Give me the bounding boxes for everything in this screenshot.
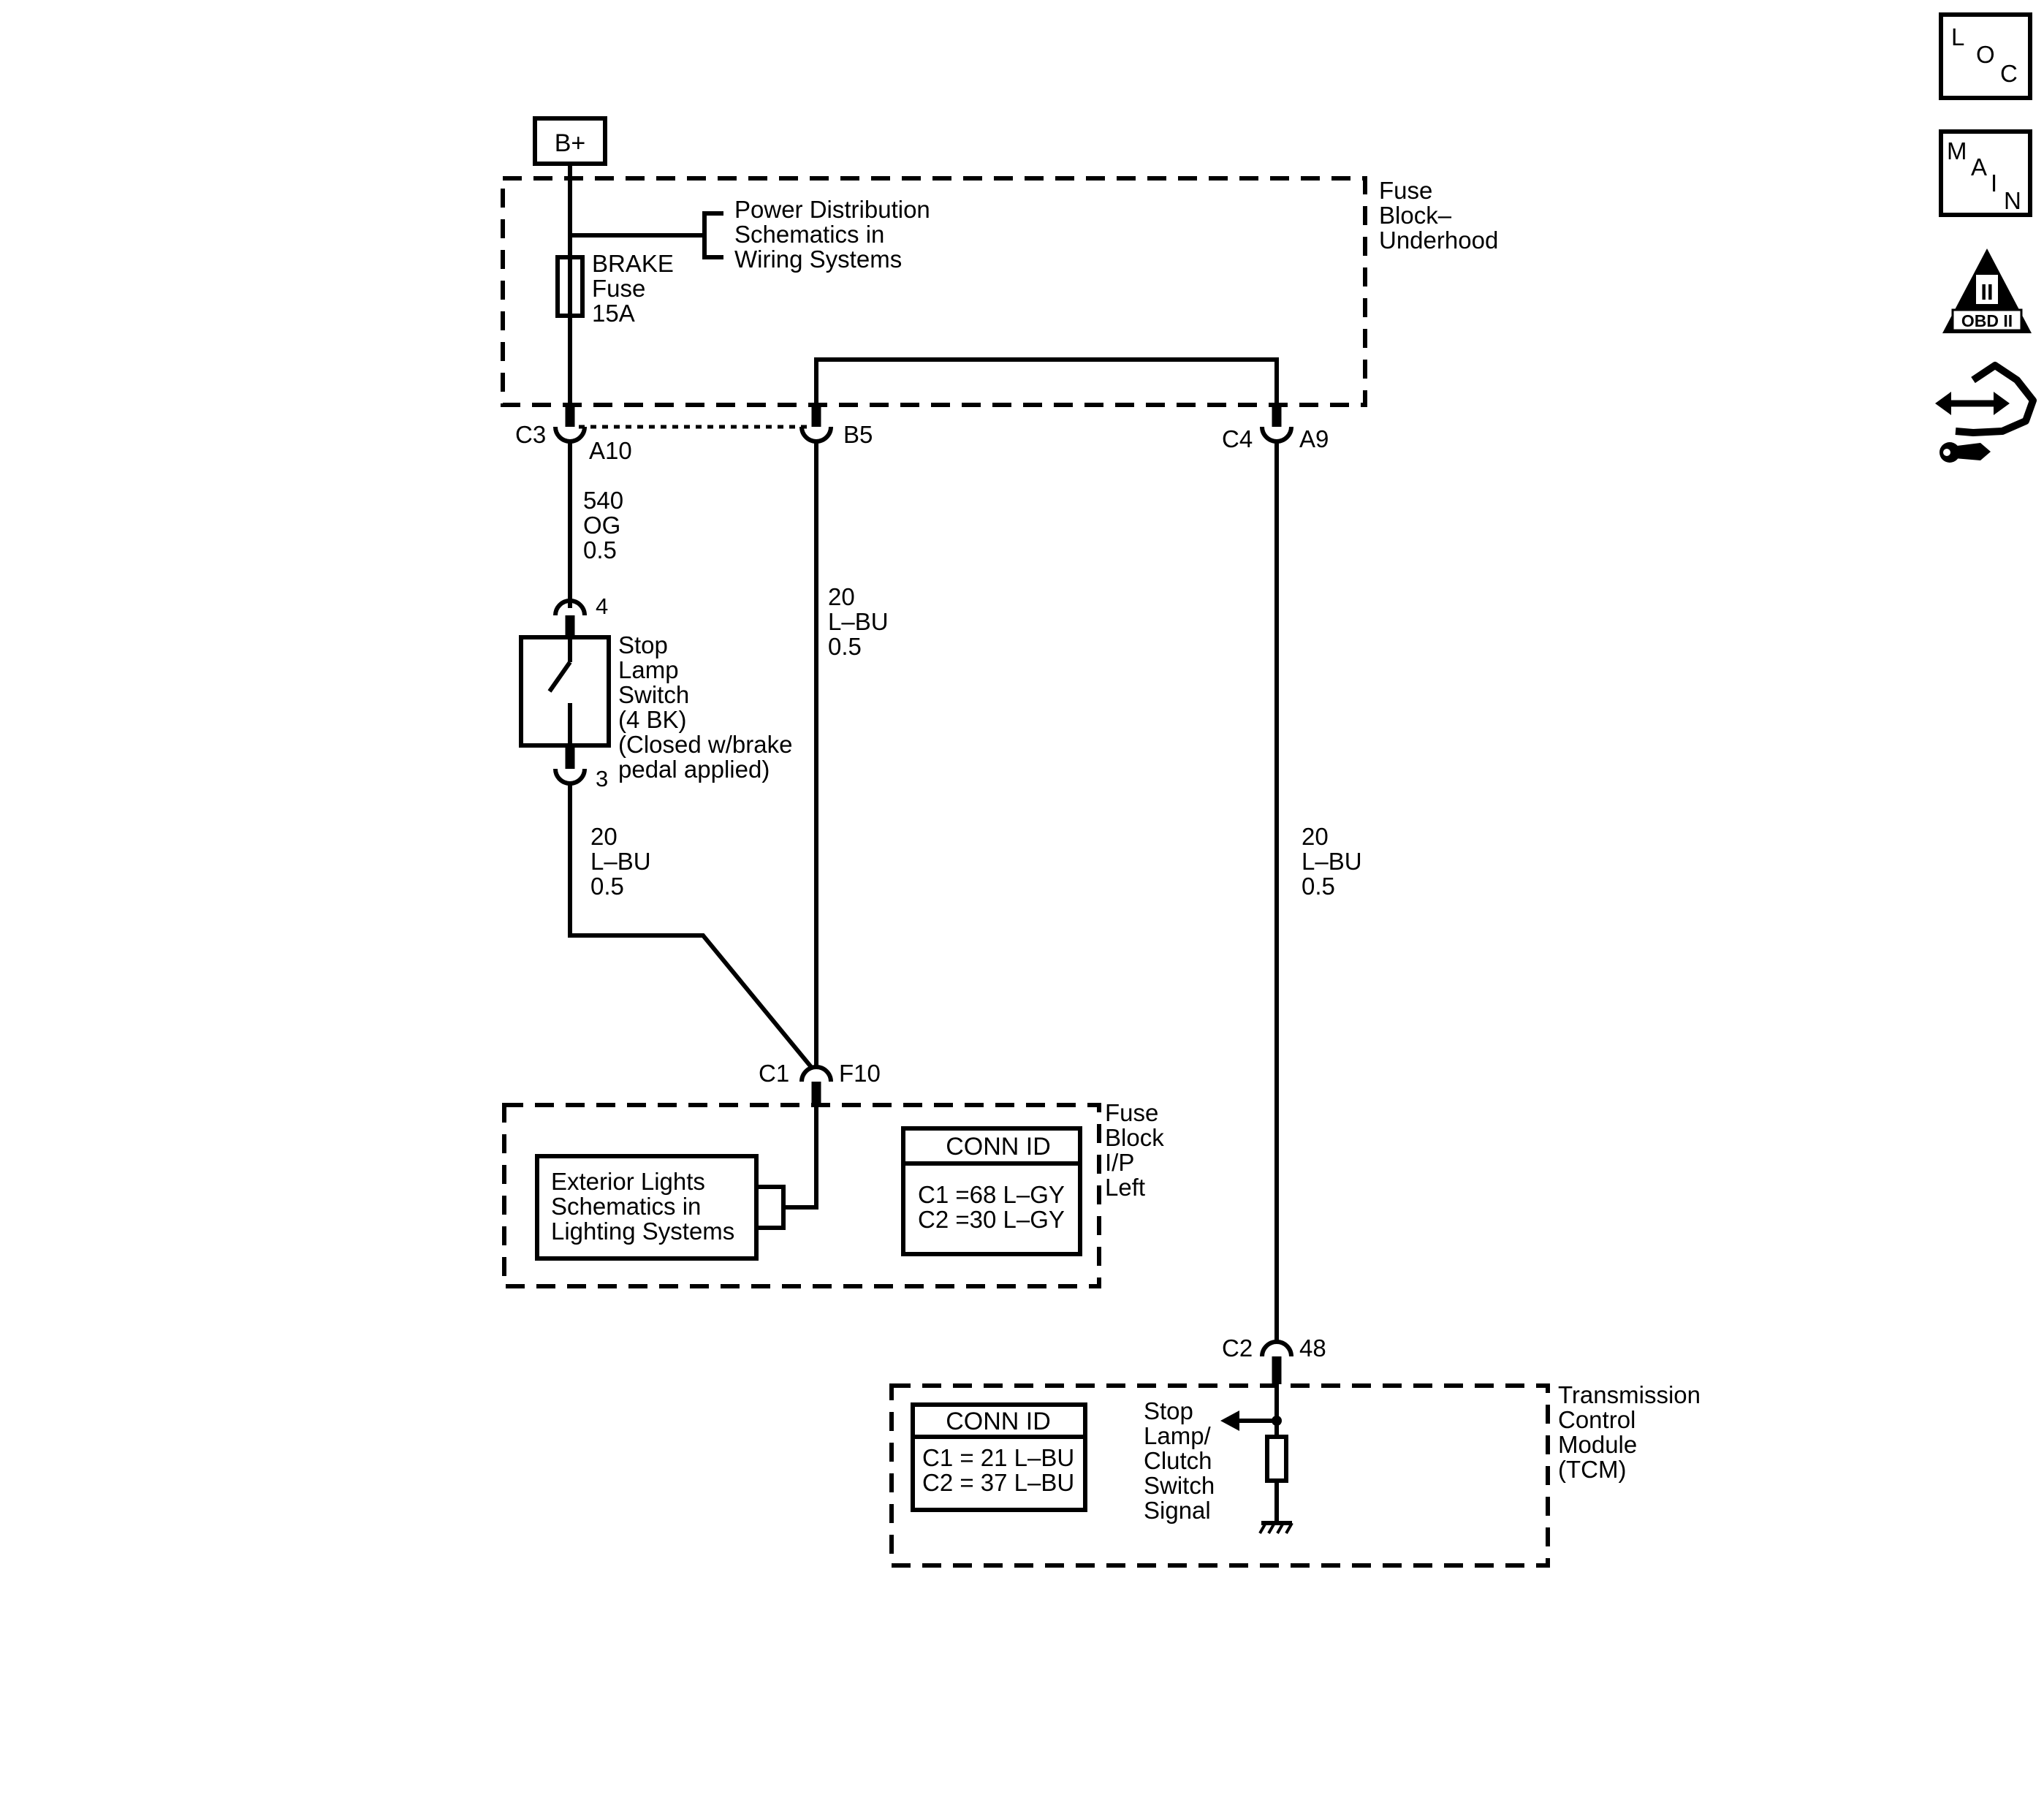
fuse-block-underhood-label: Fuse Block– Underhood bbox=[1379, 177, 1498, 254]
svg-text:CONN ID: CONN ID bbox=[946, 1408, 1051, 1435]
wire-to-exterior-lights bbox=[783, 1105, 818, 1210]
pull-down-resistor bbox=[1265, 1435, 1288, 1483]
wire-20-switch-label: 20 L–BU 0.5 bbox=[590, 823, 658, 900]
svg-text:B5: B5 bbox=[843, 421, 873, 448]
wire-20-right-label: 20 L–BU 0.5 bbox=[1302, 823, 1369, 900]
svg-text:A: A bbox=[1971, 153, 1987, 181]
svg-text:L: L bbox=[1951, 23, 1964, 50]
svg-text:B+: B+ bbox=[555, 129, 586, 157]
svg-text:4: 4 bbox=[596, 593, 608, 619]
svg-text:C2 =30 L–GY: C2 =30 L–GY bbox=[918, 1206, 1065, 1233]
svg-text:C: C bbox=[2000, 60, 2018, 87]
ground-icon bbox=[1258, 1521, 1293, 1534]
internal-bus-b5-a9 bbox=[814, 357, 1279, 406]
svg-text:F10: F10 bbox=[839, 1060, 881, 1087]
wire-540-label: 540 OG 0.5 bbox=[583, 487, 630, 563]
loc-icon[interactable]: L O C bbox=[1939, 12, 2032, 100]
conn-id-ip: CONN ID C1 =68 L–GY C2 =30 L–GY bbox=[901, 1126, 1082, 1256]
svg-text:C2: C2 bbox=[1222, 1334, 1253, 1362]
svg-text:C1 = 21 L–BU: C1 = 21 L–BU bbox=[922, 1444, 1074, 1471]
signal-arrow-icon bbox=[1220, 1411, 1239, 1431]
fuse-block-ip-left: Fuse Block I/P Left bbox=[502, 1099, 1171, 1288]
connector-c2-48: C2 48 bbox=[1222, 1334, 1326, 1384]
svg-text:CONN ID: CONN ID bbox=[946, 1133, 1051, 1161]
transmission-control-module: Transmission Control Module (TCM) bbox=[889, 1381, 1707, 1568]
brake-fuse: BRAKE Fuse 15A bbox=[555, 250, 680, 327]
wire-20-switch-output bbox=[568, 783, 813, 1068]
svg-text:N: N bbox=[2004, 187, 2021, 214]
exterior-lights-reference: Exterior Lights Schematics in Lighting S… bbox=[535, 1154, 786, 1261]
wire-20-center-label: 20 L–BU 0.5 bbox=[828, 583, 895, 660]
svg-text:C1: C1 bbox=[759, 1060, 789, 1087]
svg-text:Power Distribution Schem: Power Distribution Schematics in Wiring … bbox=[734, 196, 937, 273]
stop-lamp-switch-label: Stop Lamp Switch (4 BK) (Closed w/brake … bbox=[618, 631, 799, 783]
signal-label: Stop Lamp/ Clutch Switch Signal bbox=[1144, 1397, 1221, 1524]
svg-text:A9: A9 bbox=[1299, 425, 1329, 452]
svg-text:3: 3 bbox=[596, 766, 608, 791]
conn-id-tcm: CONN ID C1 = 21 L–BU C2 = 37 L–BU bbox=[911, 1402, 1087, 1512]
switch-pin-3: 3 bbox=[553, 745, 608, 791]
main-icon[interactable]: M A I N bbox=[1939, 129, 2032, 217]
svg-text:OBD II: OBD II bbox=[1961, 311, 2013, 330]
battery-positive-source: B+ bbox=[533, 116, 607, 166]
svg-text:I: I bbox=[1991, 170, 1997, 197]
svg-text:C1 =68 L–GY: C1 =68 L–GY bbox=[918, 1181, 1065, 1208]
connector-b5: B5 bbox=[799, 406, 873, 448]
svg-text:O: O bbox=[1976, 41, 1995, 68]
fuse-block-underhood: Fuse Block– Underhood bbox=[501, 176, 1498, 407]
obd-ii-icon[interactable]: II OBD II bbox=[1942, 248, 2032, 333]
svg-text:C2 = 37 L–BU: C2 = 37 L–BU bbox=[922, 1469, 1074, 1496]
tcm-input-circuit: Stop Lamp/ Clutch Switch Signal bbox=[1144, 1384, 1293, 1534]
svg-text:C4: C4 bbox=[1222, 425, 1253, 452]
connector-c3-a10: C3 A10 bbox=[515, 406, 632, 464]
power-distribution-reference: Power Distribution Schematics in Wiring … bbox=[570, 196, 937, 273]
svg-text:C3: C3 bbox=[515, 421, 546, 448]
svg-text:48: 48 bbox=[1299, 1334, 1326, 1362]
connector-c1-f10: C1 F10 bbox=[759, 1060, 881, 1105]
switch-pin-4: 4 bbox=[553, 593, 608, 637]
stop-lamp-switch: Stop Lamp Switch (4 BK) (Closed w/brake … bbox=[519, 631, 799, 783]
tcm-label: Transmission Control Module (TCM) bbox=[1558, 1381, 1707, 1483]
connector-c4-a9: C4 A9 bbox=[1222, 406, 1329, 452]
brake-fuse-label: BRAKE Fuse 15A bbox=[592, 250, 680, 327]
svg-text:A10: A10 bbox=[589, 437, 632, 464]
hand-connector-icon[interactable] bbox=[1935, 362, 2037, 463]
svg-text:II: II bbox=[1980, 279, 1993, 305]
svg-text:M: M bbox=[1947, 137, 1967, 164]
fuse-block-ip-label: Fuse Block I/P Left bbox=[1105, 1099, 1171, 1201]
svg-text:Exterior Lights Schemati: Exterior Lights Schematics in Lighting S… bbox=[551, 1168, 734, 1245]
